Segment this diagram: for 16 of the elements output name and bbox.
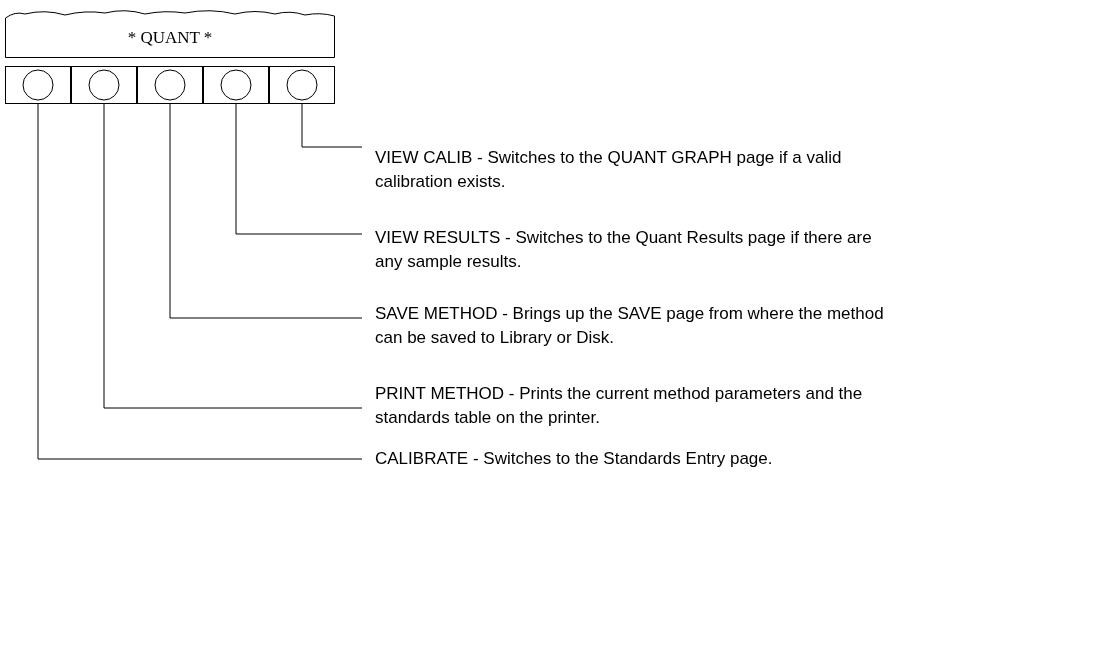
round-key [269, 66, 335, 104]
leader-line [103, 103, 363, 409]
leader-line [37, 103, 363, 460]
leader-line [301, 103, 363, 148]
key-description: VIEW RESULTS - Switches to the Quant Results page if there are any sample results. [375, 226, 890, 274]
leader-line [235, 103, 363, 235]
leader-line [169, 103, 363, 319]
round-key [137, 66, 203, 104]
round-key [203, 66, 269, 104]
key-description: VIEW CALIB - Switches to the QUANT GRAPH page if a valid calibration exists. [375, 146, 890, 194]
key-description: CALIBRATE - Switches to the Standards Entry page. [375, 447, 890, 471]
key-description: SAVE METHOD - Brings up the SAVE page from where the method can be saved to Library or Disk. [375, 302, 890, 350]
round-key [71, 66, 137, 104]
display-title: * QUANT * [126, 28, 214, 48]
key-description: PRINT METHOD - Prints the current method parameters and the standards table on the printer. [375, 382, 890, 430]
round-key [5, 66, 71, 104]
